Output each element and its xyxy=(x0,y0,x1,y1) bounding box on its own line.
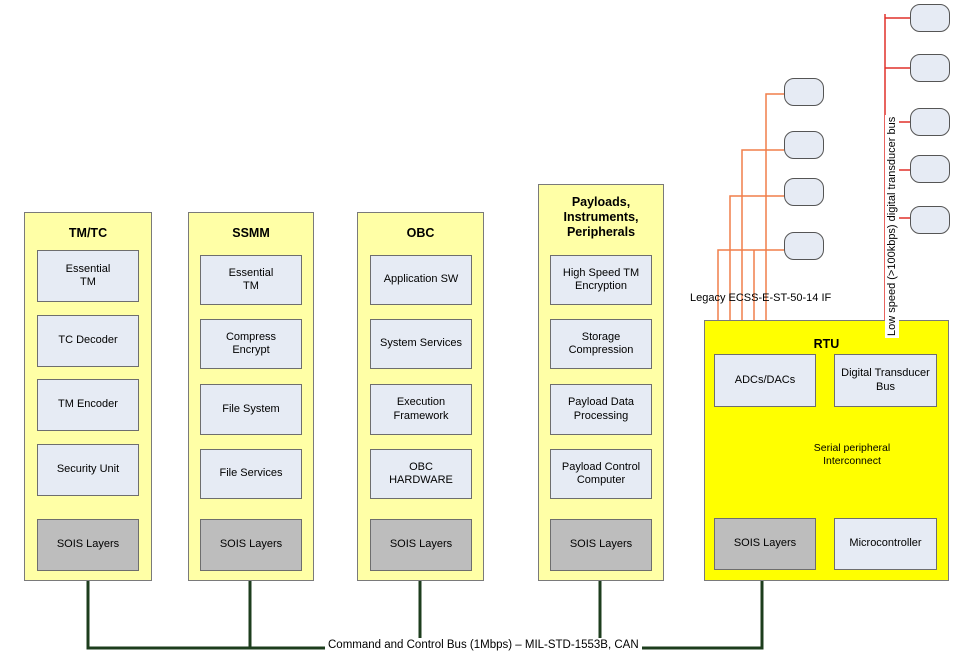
column-title-ssmm: SSMM xyxy=(232,226,270,240)
column-title-payloads: Payloads, Instruments, Peripherals xyxy=(563,195,639,239)
column-title-rtu: RTU xyxy=(813,337,840,351)
box-microcontroller: Microcontroller xyxy=(834,518,937,570)
legacy-sensor xyxy=(784,232,824,260)
legacy-sensor xyxy=(784,178,824,206)
box-tm-encoder: TM Encoder xyxy=(37,379,139,431)
box-security-unit: Security Unit xyxy=(37,444,139,496)
box-obc-hardware: OBC HARDWARE xyxy=(370,449,472,499)
box-adcs-dacs: ADCs/DACs xyxy=(714,354,816,407)
box-sois-layers: SOIS Layers xyxy=(550,519,652,571)
box-compress-encrypt: Compress Encrypt xyxy=(200,319,302,369)
low-speed-bus-label-text: Low speed (>100kbps) digital transducer … xyxy=(885,114,899,338)
command-bus-label: Command and Control Bus (1Mbps) – MIL-ST… xyxy=(325,638,642,652)
legacy-sensor xyxy=(784,78,824,106)
box-payload-data-processing: Payload Data Processing xyxy=(550,384,652,435)
box-sois-layers: SOIS Layers xyxy=(714,518,816,570)
column-payloads: Payloads, Instruments, Peripherals High … xyxy=(538,184,664,581)
column-title-tmtc: TM/TC xyxy=(68,226,108,240)
box-digital-transducer-bus: Digital Transducer Bus xyxy=(834,354,937,407)
box-sois-layers: SOIS Layers xyxy=(370,519,472,571)
box-application-sw: Application SW xyxy=(370,255,472,305)
transducer-sensor xyxy=(910,54,950,82)
box-execution-framework: Execution Framework xyxy=(370,384,472,435)
box-sois-layers: SOIS Layers xyxy=(200,519,302,571)
transducer-sensor xyxy=(910,4,950,32)
column-ssmm: SSMM Essential TM Compress Encrypt File … xyxy=(188,212,314,581)
transducer-sensor xyxy=(910,206,950,234)
transducer-sensor xyxy=(910,108,950,136)
box-tc-decoder: TC Decoder xyxy=(37,315,139,367)
column-tmtc: TM/TC Essential TM TC Decoder TM Encoder… xyxy=(24,212,152,581)
box-sois-layers: SOIS Layers xyxy=(37,519,139,571)
transducer-sensor xyxy=(910,155,950,183)
box-essential-tm: Essential TM xyxy=(200,255,302,305)
legacy-interface-label: Legacy ECSS-E-ST-50-14 IF xyxy=(690,292,832,304)
box-system-services: System Services xyxy=(370,319,472,369)
column-obc: OBC Application SW System Services Execu… xyxy=(357,212,484,581)
column-title-obc: OBC xyxy=(406,226,435,240)
box-file-services: File Services xyxy=(200,449,302,499)
box-high-speed-tm-encryption: High Speed TM Encryption xyxy=(550,255,652,305)
box-storage-compression: Storage Compression xyxy=(550,319,652,369)
box-essential-tm: Essential TM xyxy=(37,250,139,302)
legacy-sensor xyxy=(784,131,824,159)
box-file-system: File System xyxy=(200,384,302,435)
serial-interconnect-label: Serial peripheral Interconnect xyxy=(807,442,897,467)
box-payload-control-computer: Payload Control Computer xyxy=(550,449,652,499)
